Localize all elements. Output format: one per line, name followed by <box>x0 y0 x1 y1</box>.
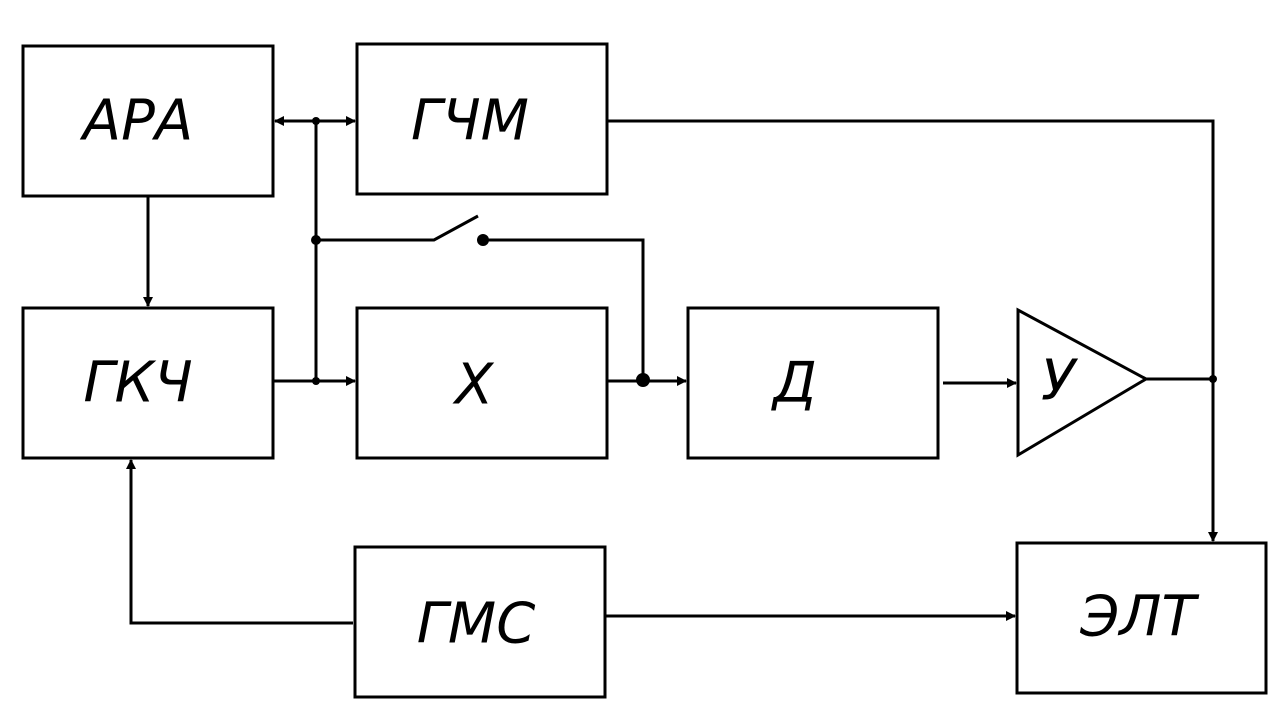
block-gchm: ГЧМ <box>355 42 609 196</box>
block-x-label: Х <box>452 353 495 418</box>
wire-gchm-to-elt <box>607 119 1218 542</box>
junction-dot <box>312 117 320 125</box>
junction-dot <box>636 373 650 387</box>
block-ara: АРА <box>21 44 275 198</box>
block-gkch-label: ГКЧ <box>83 351 192 416</box>
junction-dot <box>311 235 321 245</box>
block-elt-label: ЭЛТ <box>1079 585 1199 650</box>
block-x: Х <box>355 306 609 460</box>
block-gchm-label: ГЧМ <box>411 89 529 154</box>
block-d: Д <box>686 306 940 460</box>
junction-dot <box>1209 375 1217 383</box>
switch-lever <box>316 214 479 242</box>
block-u-label: У <box>1041 349 1079 414</box>
junction-dot <box>312 377 320 385</box>
block-gms-label: ГМС <box>417 592 536 657</box>
wire-switch-to-node <box>483 238 645 381</box>
block-ara-label: АРА <box>80 89 193 154</box>
block-gkch: ГКЧ <box>21 306 275 460</box>
block-elt: ЭЛТ <box>1015 541 1268 695</box>
switch-contact-dot <box>477 234 489 246</box>
block-u-amplifier: У <box>1016 307 1150 458</box>
block-d-label: Д <box>770 351 817 416</box>
block-gms: ГМС <box>353 545 607 699</box>
wire-gms-to-gkch <box>126 459 353 625</box>
